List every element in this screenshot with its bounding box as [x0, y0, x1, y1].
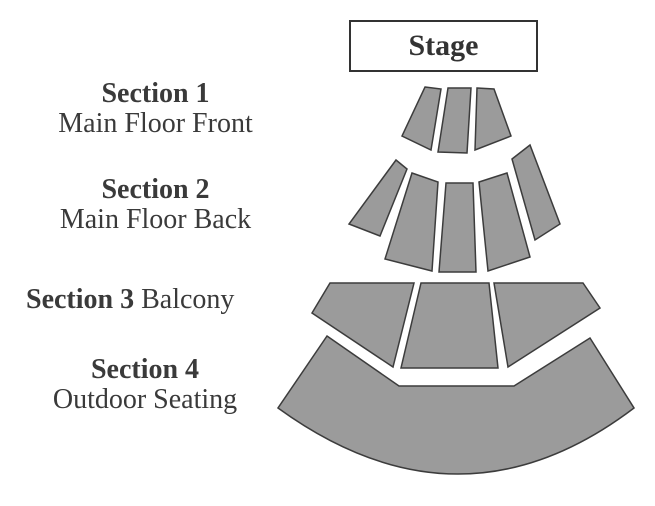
section-1-title: Section 1	[101, 78, 210, 109]
section-4-block	[276, 334, 636, 475]
section-2-block-4	[478, 172, 531, 273]
section-4-label: Section 4 Outdoor Seating	[14, 356, 276, 414]
section-3-label: Section 3 Balcony	[26, 284, 234, 316]
section-2-title: Section 2	[101, 174, 210, 205]
section-1-block-left	[401, 86, 442, 152]
section-1-block-center	[437, 87, 472, 154]
section-1-label: Section 1 Main Floor Front	[28, 80, 283, 138]
section-3-block-center	[400, 282, 499, 369]
section-2-label: Section 2 Main Floor Back	[28, 176, 283, 234]
section-2-block-3	[438, 182, 477, 273]
section-4-seats	[276, 334, 636, 475]
section-3-subtitle: Balcony	[141, 284, 235, 315]
section-3-seats	[310, 282, 602, 369]
section-4-title: Section 4	[90, 354, 200, 385]
section-1-block-right	[474, 87, 512, 152]
stage: Stage	[349, 20, 538, 72]
section-3-block-right	[493, 282, 602, 369]
section-2-block-1	[347, 158, 408, 237]
section-2-seats	[347, 143, 561, 273]
stage-label: Stage	[408, 29, 479, 62]
section-2-block-5	[511, 143, 561, 242]
section-1-seats	[401, 86, 512, 154]
section-3-title: Section 3	[26, 284, 135, 315]
section-2-block-2	[384, 172, 439, 272]
section-1-subtitle: Main Floor Front	[58, 108, 253, 139]
section-2-subtitle: Main Floor Back	[59, 204, 252, 235]
section-3-block-left	[310, 282, 415, 369]
section-4-subtitle: Outdoor Seating	[52, 384, 238, 415]
